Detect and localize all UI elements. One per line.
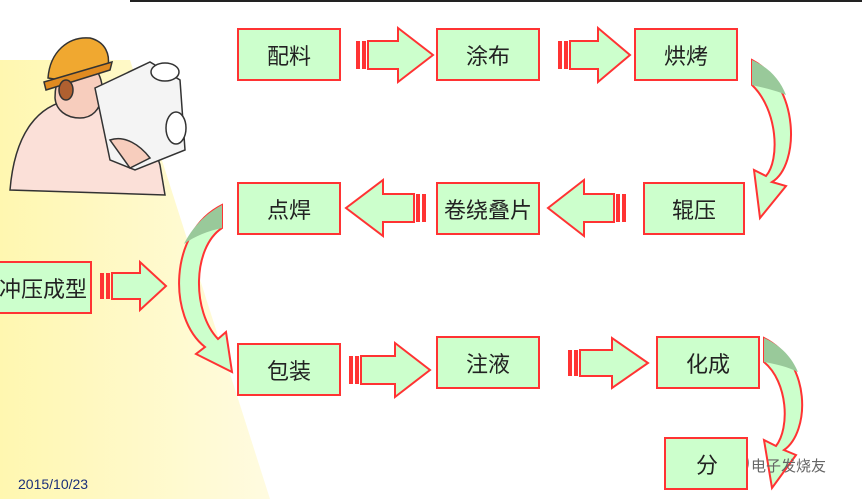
step-winding-stacking: 卷绕叠片 (436, 182, 540, 235)
step-spot-welding: 点焊 (237, 182, 341, 235)
step-electrolyte-injection: 注液 (436, 336, 540, 389)
step-baking: 烘烤 (634, 28, 738, 81)
arrow-7 (568, 336, 650, 390)
engineer-clipart-icon (9, 37, 187, 196)
arrow-4 (344, 177, 426, 239)
step-rolling: 辊压 (643, 182, 745, 235)
arrow-6 (349, 340, 432, 400)
curved-arrow-right-bottom (762, 336, 804, 491)
arrow-1 (356, 25, 435, 85)
step-packaging: 包装 (237, 343, 341, 396)
arrow-2 (558, 25, 632, 85)
arrow-3 (546, 177, 626, 239)
curved-arrow-left-middle (178, 203, 234, 374)
watermark-text: 电子发烧友 (751, 457, 827, 475)
arrow-5 (100, 259, 168, 313)
step-formation: 化成 (656, 336, 760, 389)
curved-arrow-right-top (751, 58, 792, 221)
step-grading: 分 (664, 437, 748, 490)
step-coating: 涂布 (436, 28, 540, 81)
step-batching: 配料 (237, 28, 341, 81)
step-stamping-forming: 冲压成型 (0, 261, 92, 314)
footer-date: 2015/10/23 (18, 476, 89, 492)
